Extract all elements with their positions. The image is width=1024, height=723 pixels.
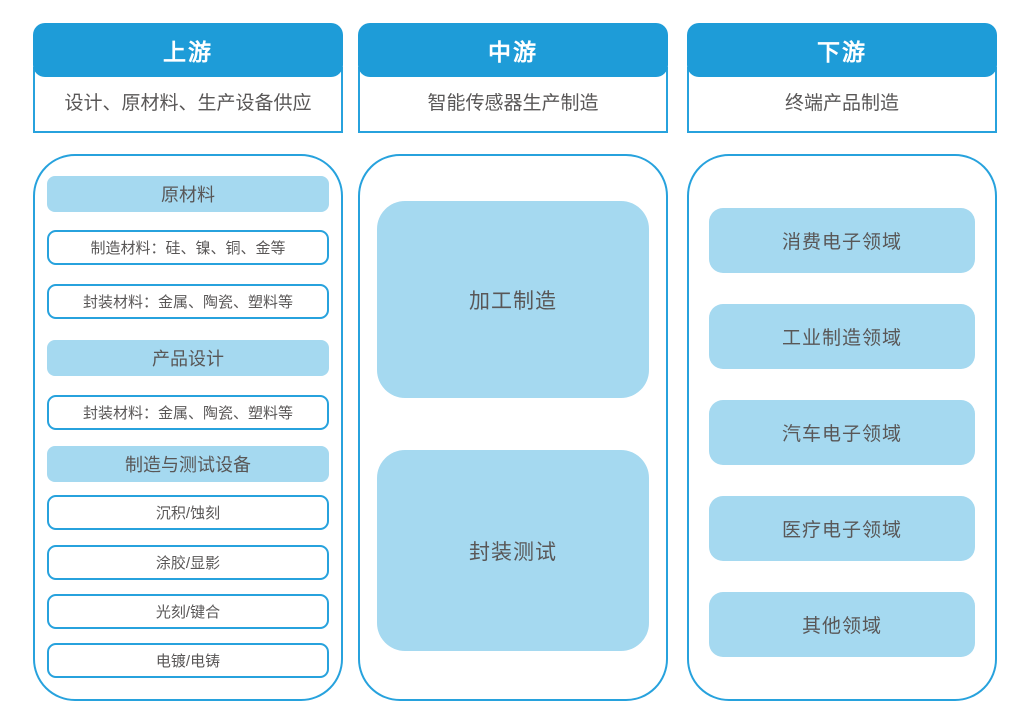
column-midstream-body: 加工制造封装测试 <box>358 154 668 701</box>
column-upstream-header: 上游 <box>33 23 343 77</box>
upstream-section-item: 涂胶/显影 <box>47 545 329 580</box>
upstream-section-item: 光刻/键合 <box>47 594 329 629</box>
column-downstream: 下游 终端产品制造 消费电子领域工业制造领域汽车电子领域医疗电子领域其他领域 <box>687 23 997 701</box>
downstream-application-item: 其他领域 <box>709 592 975 657</box>
column-upstream: 上游 设计、原材料、生产设备供应 原材料制造材料：硅、镍、铜、金等封装材料：金属… <box>33 23 343 701</box>
downstream-application-item: 工业制造领域 <box>709 304 975 369</box>
column-upstream-subtitle: 设计、原材料、生产设备供应 <box>33 67 343 133</box>
upstream-section-item: 沉积/蚀刻 <box>47 495 329 530</box>
upstream-section-item: 封装材料：金属、陶瓷、塑料等 <box>47 284 329 319</box>
upstream-section-header: 产品设计 <box>47 340 329 376</box>
column-midstream-header: 中游 <box>358 23 668 77</box>
upstream-section-header: 制造与测试设备 <box>47 446 329 482</box>
column-midstream: 中游 智能传感器生产制造 加工制造封装测试 <box>358 23 668 701</box>
column-downstream-header: 下游 <box>687 23 997 77</box>
upstream-section-header: 原材料 <box>47 176 329 212</box>
downstream-application-item: 汽车电子领域 <box>709 400 975 465</box>
upstream-section-item: 封装材料：金属、陶瓷、塑料等 <box>47 395 329 430</box>
column-upstream-body: 原材料制造材料：硅、镍、铜、金等封装材料：金属、陶瓷、塑料等产品设计封装材料：金… <box>33 154 343 701</box>
midstream-process-block: 封装测试 <box>377 450 649 651</box>
upstream-section-item: 制造材料：硅、镍、铜、金等 <box>47 230 329 265</box>
column-downstream-subtitle: 终端产品制造 <box>687 67 997 133</box>
downstream-application-item: 消费电子领域 <box>709 208 975 273</box>
downstream-application-item: 医疗电子领域 <box>709 496 975 561</box>
midstream-process-block: 加工制造 <box>377 201 649 398</box>
column-downstream-body: 消费电子领域工业制造领域汽车电子领域医疗电子领域其他领域 <box>687 154 997 701</box>
upstream-section-item: 电镀/电铸 <box>47 643 329 678</box>
column-midstream-subtitle: 智能传感器生产制造 <box>358 67 668 133</box>
